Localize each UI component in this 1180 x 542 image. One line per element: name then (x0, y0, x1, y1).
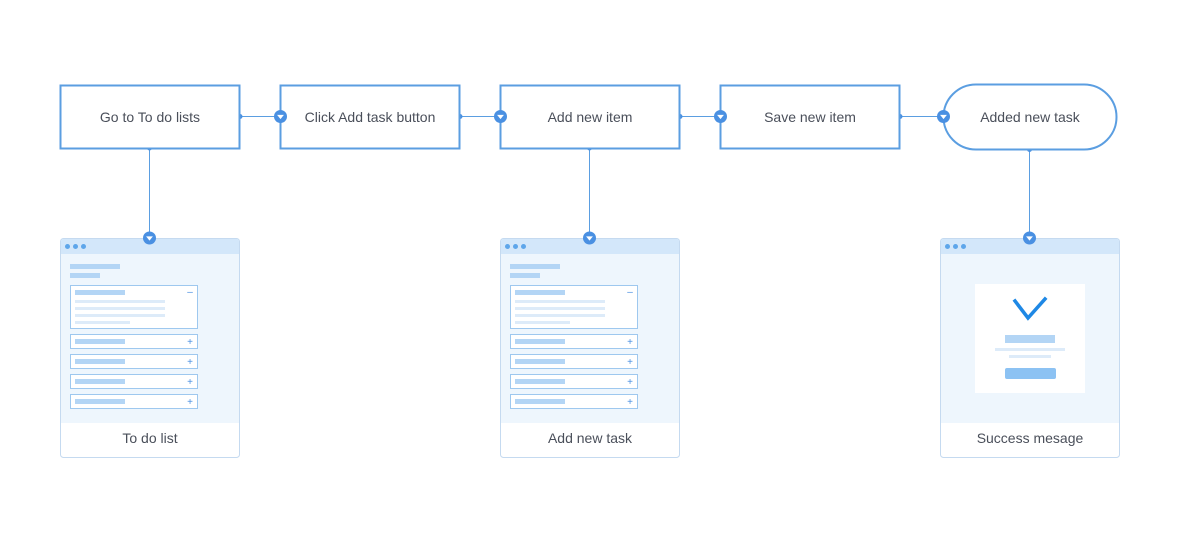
step-save-new-item: Save new item (719, 84, 901, 150)
step-label: Added new task (980, 109, 1081, 125)
collapsed-task-rows: + + + + (510, 334, 638, 409)
arrowhead-down-icon (583, 231, 596, 245)
screen-caption: Success mesage (977, 430, 1084, 446)
expanded-task-card: – (510, 285, 638, 329)
ok-button-placeholder (1005, 368, 1056, 379)
arrowhead-down-icon (1023, 231, 1036, 245)
arrowhead-down-icon (143, 231, 156, 245)
expanded-task-card: – (70, 285, 198, 329)
screen-caption: Add new task (548, 430, 633, 446)
collapse-icon: – (627, 287, 633, 298)
window-dots-icon (65, 244, 86, 249)
screen-caption: To do list (122, 430, 177, 446)
arrowhead-down-icon (937, 110, 950, 123)
arrowhead-down-icon (494, 110, 507, 123)
expand-icon: + (627, 397, 633, 408)
success-dialog (975, 284, 1085, 393)
step-click-add-task-button: Click Add task button (279, 84, 461, 150)
window-titlebar (941, 239, 1119, 254)
expand-icon: + (627, 377, 633, 388)
step-go-to-todo-lists: Go to To do lists (59, 84, 241, 150)
window-dots-icon (945, 244, 966, 249)
expand-icon: + (187, 357, 193, 368)
collapse-icon: – (187, 287, 193, 298)
step-connectors (149, 116, 1030, 238)
checkmark-icon (1012, 296, 1048, 321)
arrowhead-down-icon (274, 110, 287, 123)
window-titlebar (501, 239, 679, 254)
screen-mockup-todo-list: – + + + + To do list (60, 238, 240, 458)
arrowhead-down-icon (714, 110, 727, 123)
step-label: Save new item (764, 109, 856, 125)
step-label: Add new item (548, 109, 633, 125)
expand-icon: + (187, 397, 193, 408)
step-add-new-item: Add new item (499, 84, 681, 150)
collapsed-task-rows: + + + + (70, 334, 198, 409)
step-label: Go to To do lists (100, 109, 200, 125)
step-added-new-task-terminal: Added new task (942, 83, 1118, 151)
expand-icon: + (187, 337, 193, 348)
window-titlebar (61, 239, 239, 254)
expand-icon: + (627, 337, 633, 348)
window-dots-icon (505, 244, 526, 249)
step-label: Click Add task button (305, 109, 436, 125)
screen-mockup-success-message: Success mesage (940, 238, 1120, 458)
expand-icon: + (187, 377, 193, 388)
screen-mockup-add-new-task: – + + + + Add new task (500, 238, 680, 458)
expand-icon: + (627, 357, 633, 368)
